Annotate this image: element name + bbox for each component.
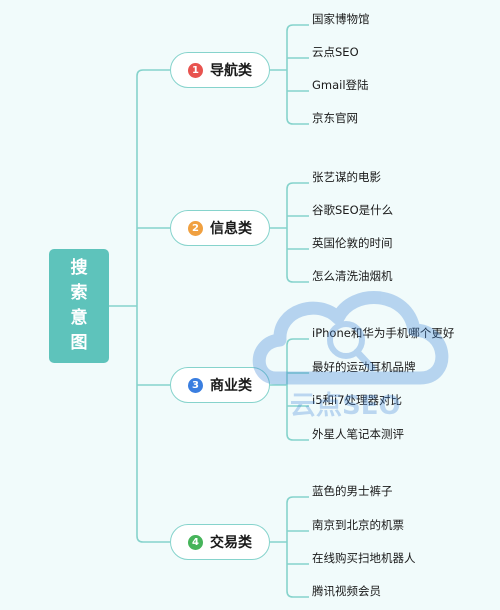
watermark-text: 云点SEO bbox=[290, 390, 401, 420]
leaf-item: Gmail登陆 bbox=[312, 78, 369, 92]
category-commercial: 3 商业类 bbox=[170, 367, 270, 403]
leaf-item: 南京到北京的机票 bbox=[312, 518, 404, 532]
number-badge: 1 bbox=[188, 62, 203, 78]
leaf-item: 腾讯视频会员 bbox=[312, 584, 381, 598]
leaf-item: iPhone和华为手机哪个更好 bbox=[312, 326, 455, 340]
leaf-item: 京东官网 bbox=[312, 111, 358, 125]
category-label: 导航类 bbox=[210, 63, 252, 79]
connector-line bbox=[286, 496, 309, 504]
category-label: 商业类 bbox=[210, 378, 252, 394]
leaf-item: 蓝色的男士裤子 bbox=[312, 484, 393, 498]
connector-line bbox=[286, 117, 309, 125]
leaf-item: 国家博物馆 bbox=[312, 12, 370, 26]
root-char: 搜 bbox=[70, 258, 88, 278]
category-label: 信息类 bbox=[210, 221, 252, 237]
leaf-item: 在线购买扫地机器人 bbox=[312, 551, 416, 565]
connector-line bbox=[286, 590, 309, 598]
connector-line bbox=[136, 69, 170, 77]
leaf-item: 怎么清洗油烟机 bbox=[312, 269, 393, 283]
category-label: 交易类 bbox=[210, 535, 252, 551]
number-badge: 2 bbox=[188, 220, 203, 236]
number-badge: 4 bbox=[188, 534, 203, 550]
leaf-item: 外星人笔记本测评 bbox=[312, 427, 404, 441]
leaf-item: 张艺谋的电影 bbox=[312, 170, 381, 184]
connector-line bbox=[286, 182, 309, 190]
number-badge: 3 bbox=[188, 377, 203, 393]
connector-line bbox=[286, 24, 309, 32]
connector-line bbox=[136, 535, 170, 543]
connector-line bbox=[286, 338, 309, 346]
root-char: 意 bbox=[70, 308, 88, 328]
category-transactional: 4 交易类 bbox=[170, 524, 270, 560]
root-node: 搜 索 意 图 bbox=[49, 249, 109, 363]
leaf-item: 谷歌SEO是什么 bbox=[312, 203, 394, 217]
cloud-search-icon bbox=[252, 291, 449, 385]
watermark-logo: 云点SEO bbox=[252, 291, 449, 420]
category-information: 2 信息类 bbox=[170, 210, 270, 246]
leaf-item: 英国伦敦的时间 bbox=[312, 236, 393, 250]
connector-line bbox=[286, 433, 309, 441]
leaf-item: 最好的运动耳机品牌 bbox=[312, 360, 416, 374]
connector-line bbox=[286, 275, 309, 283]
root-char: 索 bbox=[70, 283, 88, 303]
leaf-item: 云点SEO bbox=[312, 45, 359, 59]
leaf-item: i5和i7处理器对比 bbox=[312, 393, 403, 407]
category-navigation: 1 导航类 bbox=[170, 52, 270, 88]
root-char: 图 bbox=[70, 333, 88, 353]
